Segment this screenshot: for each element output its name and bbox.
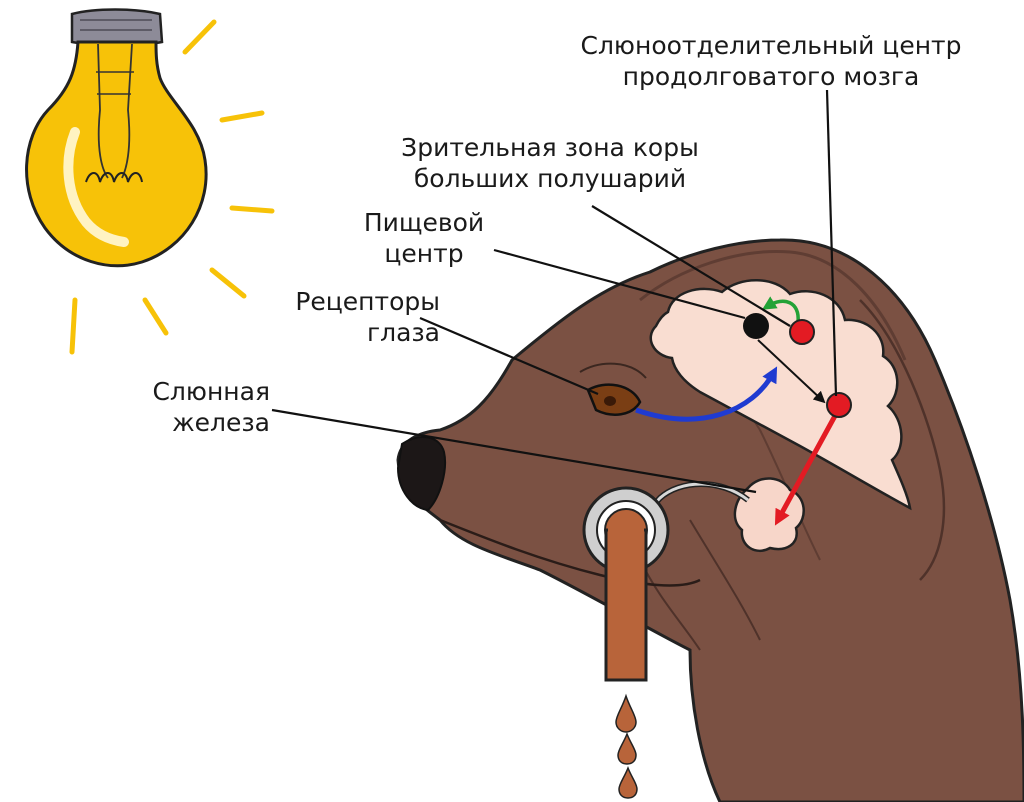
light-bulb-icon bbox=[25, 8, 208, 268]
label-visual-cortex: Зрительная зона коры больших полушарий bbox=[372, 132, 728, 194]
salivary-center-dot bbox=[826, 392, 852, 418]
leader-food-center bbox=[493, 248, 746, 320]
label-food-center-line2: центр bbox=[384, 239, 464, 268]
food-center-dot bbox=[743, 313, 769, 339]
brain bbox=[649, 279, 912, 511]
label-eye-receptors: Рецепторы глаза bbox=[260, 286, 440, 348]
label-salivary-center-line2: продолговатого мозга bbox=[622, 62, 920, 91]
label-salivary-center-line1: Слюноотделительный центр bbox=[580, 31, 962, 60]
leader-visual-cortex bbox=[591, 205, 791, 327]
leader-salivary-gland bbox=[271, 408, 757, 494]
label-salivary-center: Слюноотделительный центр продолговатого … bbox=[558, 30, 984, 92]
label-food-center: Пищевой центр bbox=[350, 207, 498, 269]
salivary-gland bbox=[733, 477, 805, 553]
label-visual-cortex-line1: Зрительная зона коры bbox=[401, 133, 699, 162]
label-eye-receptors-line1: Рецепторы bbox=[295, 287, 440, 316]
efferent-pathway-arrow bbox=[774, 412, 839, 526]
label-salivary-gland-line2: железа bbox=[172, 408, 270, 437]
leader-eye-receptors bbox=[419, 316, 599, 396]
drop-icon bbox=[617, 731, 637, 765]
visual-cortex-dot bbox=[789, 319, 815, 345]
leader-salivary-center bbox=[825, 89, 838, 397]
drop-icon bbox=[615, 693, 637, 733]
label-salivary-gland-line1: Слюнная bbox=[152, 377, 270, 406]
label-eye-receptors-line2: глаза bbox=[366, 318, 440, 347]
label-visual-cortex-line2: больших полушарий bbox=[413, 164, 687, 193]
label-food-center-line1: Пищевой bbox=[363, 208, 485, 237]
fistula-tube bbox=[582, 486, 670, 682]
cortex-link-arrow bbox=[762, 296, 800, 323]
label-salivary-gland: Слюнная железа bbox=[112, 376, 270, 438]
drop-icon bbox=[618, 765, 638, 799]
eye-pathway-arrow bbox=[635, 366, 778, 422]
light-rays bbox=[69, 19, 275, 355]
cortex-to-center-arrow bbox=[757, 339, 826, 404]
